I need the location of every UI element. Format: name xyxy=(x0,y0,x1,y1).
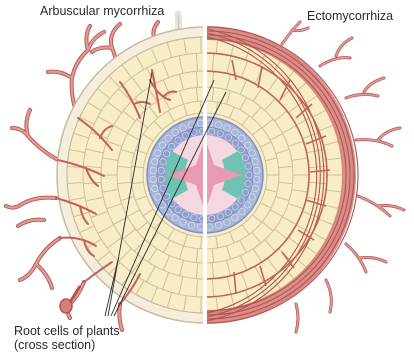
root-cells-label-line2: (cross section) xyxy=(14,338,120,352)
root-cells-label: Root cells of plants (cross section) xyxy=(14,324,120,352)
spore xyxy=(60,286,80,313)
divider xyxy=(203,24,207,329)
arbuscular-label: Arbuscular mycorrhiza xyxy=(40,4,164,18)
root-cells-label-line1: Root cells of plants xyxy=(14,324,120,338)
cell-wall xyxy=(201,237,202,249)
ecto-label: Ectomycorrhiza xyxy=(307,9,393,23)
